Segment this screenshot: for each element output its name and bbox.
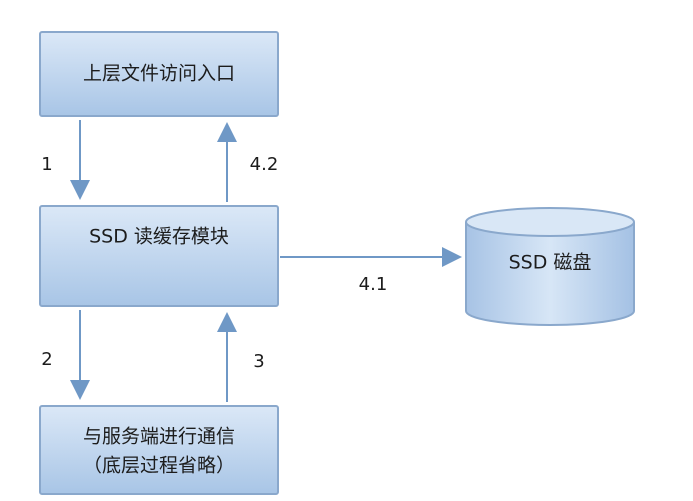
node-top-label: 上层文件访问入口 [83, 63, 235, 85]
edge-4-2: 4.2 [217, 122, 279, 202]
node-bottom-label-line2: （底层过程省略） [83, 455, 235, 477]
node-bottom-label-line1: 与服务端进行通信 [83, 426, 235, 448]
edge-2: 2 [41, 310, 90, 400]
node-bottom-box: 与服务端进行通信 （底层过程省略） [39, 405, 279, 495]
edge-2-label: 2 [41, 349, 52, 370]
node-cache-box: SSD 读缓存模块 [39, 205, 279, 307]
edge-4-2-label: 4.2 [250, 154, 279, 175]
edge-3: 3 [217, 312, 265, 402]
edge-1: 1 [41, 120, 90, 200]
edge-4-1-label: 4.1 [359, 274, 388, 295]
edge-3-label: 3 [253, 351, 264, 372]
node-cache-label: SSD 读缓存模块 [89, 226, 229, 248]
node-disk-cylinder: SSD 磁盘 [465, 207, 635, 326]
node-top-box: 上层文件访问入口 [39, 31, 279, 117]
edge-1-label: 1 [41, 154, 52, 175]
node-disk-label: SSD 磁盘 [509, 252, 592, 274]
edge-4-1: 4.1 [280, 247, 462, 295]
